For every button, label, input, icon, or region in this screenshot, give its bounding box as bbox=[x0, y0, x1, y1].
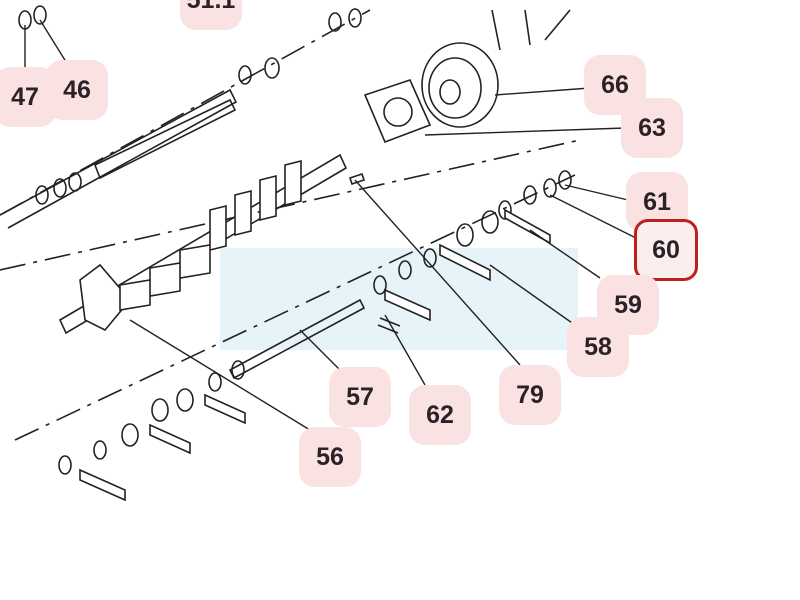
rotor-knives bbox=[119, 159, 302, 311]
washers bbox=[18, 5, 572, 475]
pulley-groove bbox=[428, 57, 482, 119]
leader-lines bbox=[24, 19, 637, 431]
pulley-hub bbox=[439, 79, 461, 105]
callout-46[interactable]: 46 bbox=[46, 60, 108, 120]
callout-66[interactable]: 66 bbox=[584, 55, 646, 115]
bearing-ring bbox=[383, 97, 413, 127]
callout-51-1[interactable]: 51.1 bbox=[180, 0, 242, 30]
flat-blades bbox=[79, 208, 551, 502]
pulley-66 bbox=[421, 42, 499, 128]
callout-62[interactable]: 62 bbox=[409, 385, 471, 445]
callout-57[interactable]: 57 bbox=[329, 367, 391, 427]
upper-shaft-body bbox=[93, 98, 237, 180]
upper-shaft bbox=[0, 88, 238, 229]
callout-58[interactable]: 58 bbox=[567, 317, 629, 377]
rotor-end-plate bbox=[79, 263, 132, 331]
key-79 bbox=[348, 172, 366, 186]
callout-56[interactable]: 56 bbox=[299, 427, 361, 487]
callout-60-highlighted[interactable]: 60 bbox=[634, 219, 698, 281]
bolts bbox=[491, 9, 571, 51]
axis-line bbox=[0, 139, 581, 271]
pins-62 bbox=[377, 317, 401, 334]
flange-bearing-63 bbox=[363, 79, 432, 144]
callout-63[interactable]: 63 bbox=[621, 98, 683, 158]
callout-79[interactable]: 79 bbox=[499, 365, 561, 425]
